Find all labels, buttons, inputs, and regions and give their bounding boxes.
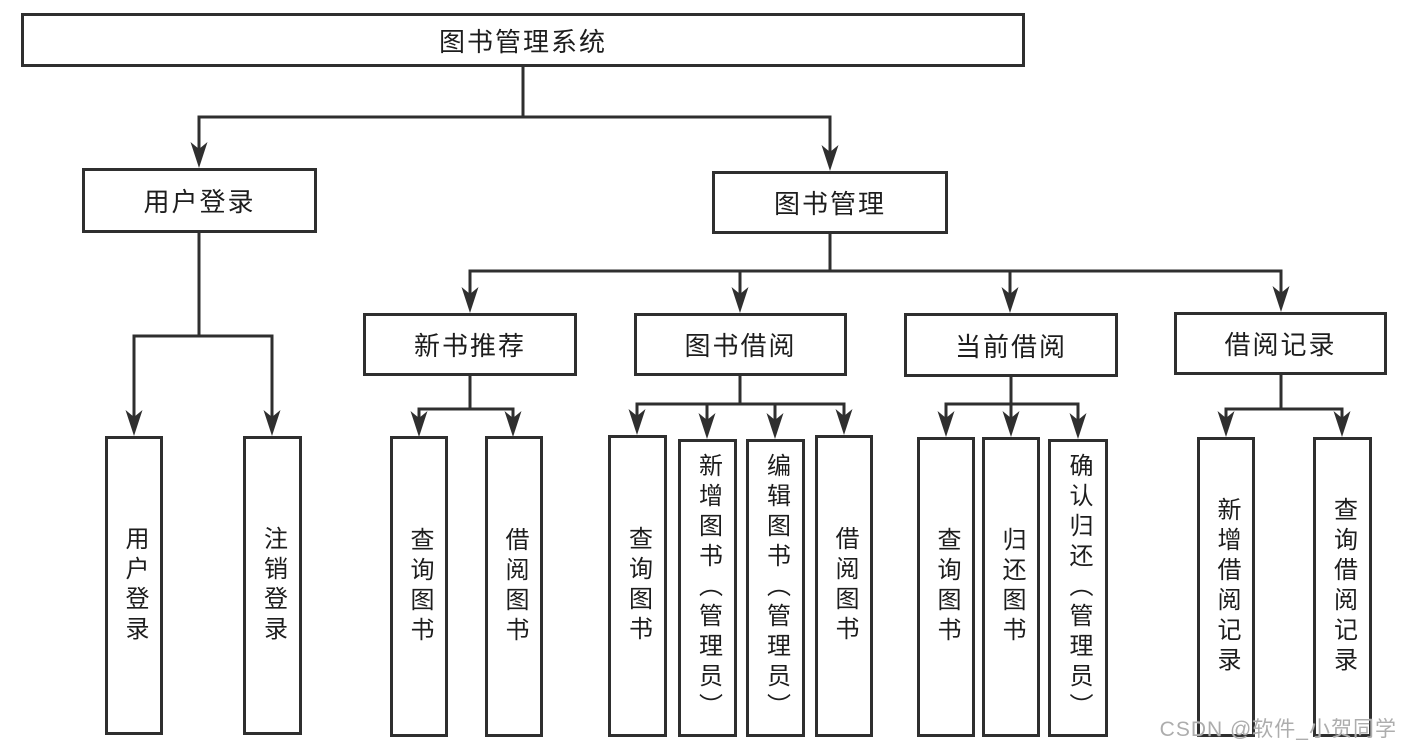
node-user-login-label: 用户登录 — [143, 187, 256, 217]
leaf-logout-label: 注销登录 — [259, 525, 287, 646]
leaf-recommend-query-books: 查询图书 — [390, 436, 448, 737]
leaf-recommend-borrow-books-label: 借阅图书 — [501, 526, 528, 647]
node-book-management: 图书管理 — [712, 171, 948, 234]
node-library-management-system: 图书管理系统 — [21, 13, 1025, 67]
leaf-records-add-record: 新增借阅记录 — [1197, 437, 1255, 737]
leaf-borrowing-add-books-admin-label: 新增图书（管理员） — [694, 453, 722, 723]
node-book-management-label: 图书管理 — [773, 189, 886, 219]
leaf-borrowing-borrow-books: 借阅图书 — [815, 435, 873, 737]
node-current-borrowing-label: 当前借阅 — [954, 331, 1067, 362]
leaf-user-login-label: 用户登录 — [121, 525, 148, 646]
node-book-borrowing: 图书借阅 — [634, 313, 847, 376]
leaf-borrowing-borrow-books-label: 借阅图书 — [831, 526, 858, 646]
leaf-logout: 注销登录 — [243, 436, 302, 735]
leaf-records-add-record-label: 新增借阅记录 — [1213, 497, 1240, 677]
leaf-borrowing-query-books-label: 查询图书 — [624, 526, 652, 646]
leaf-borrowing-edit-books-admin-label: 编辑图书（管理员） — [762, 453, 790, 723]
node-new-book-recommend-label: 新书推荐 — [413, 331, 526, 361]
leaf-recommend-query-books-label: 查询图书 — [406, 526, 433, 647]
node-borrowing-records-label: 借阅记录 — [1224, 330, 1337, 360]
node-user-login: 用户登录 — [82, 168, 317, 233]
leaf-current-confirm-return-admin-label: 确认归还（管理员） — [1065, 453, 1092, 723]
leaf-borrowing-query-books: 查询图书 — [608, 435, 667, 737]
node-new-book-recommend: 新书推荐 — [363, 313, 577, 376]
csdn-watermark: CSDN @软件_小贺同学 — [1159, 718, 1397, 741]
leaf-user-login: 用户登录 — [105, 436, 163, 735]
node-current-borrowing: 当前借阅 — [904, 313, 1118, 377]
leaf-current-return-books: 归还图书 — [982, 437, 1040, 737]
leaf-records-query-record: 查询借阅记录 — [1313, 437, 1372, 737]
leaf-current-query-books-label: 查询图书 — [933, 527, 960, 647]
node-library-management-system-label: 图书管理系统 — [438, 26, 607, 57]
leaf-borrowing-add-books-admin: 新增图书（管理员） — [678, 439, 737, 737]
leaf-records-query-record-label: 查询借阅记录 — [1329, 497, 1357, 677]
leaf-borrowing-edit-books-admin: 编辑图书（管理员） — [746, 439, 805, 737]
node-borrowing-records: 借阅记录 — [1174, 312, 1387, 375]
leaf-recommend-borrow-books: 借阅图书 — [485, 436, 543, 737]
leaf-current-return-books-label: 归还图书 — [998, 527, 1025, 647]
node-book-borrowing-label: 图书借阅 — [684, 331, 797, 361]
leaf-current-query-books: 查询图书 — [917, 437, 975, 737]
leaf-current-confirm-return-admin: 确认归还（管理员） — [1048, 439, 1108, 737]
